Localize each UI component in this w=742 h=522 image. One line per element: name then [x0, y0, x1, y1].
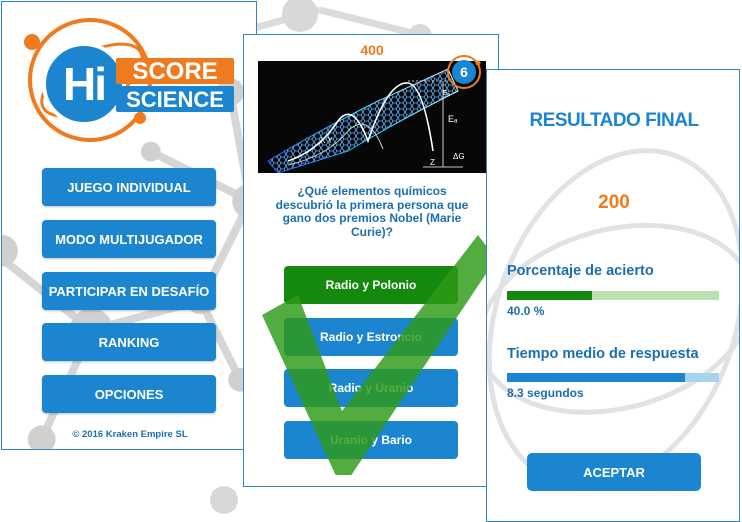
- ranking-button[interactable]: RANKING: [42, 323, 216, 361]
- main-menu-screen: Hi SCORE SCIENCE JUEGO INDIVIDUAL MODO M…: [1, 1, 257, 450]
- question-line: Curie)?: [351, 224, 393, 239]
- accuracy-label: Porcentaje de acierto: [507, 263, 654, 279]
- question-line: gano dos premios Nobel (Marie: [282, 211, 462, 225]
- countdown-timer-icon: 6: [447, 55, 481, 89]
- response-time-label: Tiempo medio de respuesta: [507, 346, 699, 362]
- final-score: 200: [598, 192, 630, 213]
- accuracy-progress-bar: [507, 291, 719, 300]
- accept-button[interactable]: ACEPTAR: [527, 453, 701, 491]
- hiscore-science-logo: Hi SCORE SCIENCE: [24, 18, 234, 142]
- svg-text:SCIENCE: SCIENCE: [126, 87, 224, 112]
- svg-text:Z: Z: [430, 158, 435, 167]
- results-screen: RESULTADO FINAL 200 Porcentaje de aciert…: [486, 69, 740, 522]
- options-button[interactable]: OPCIONES: [42, 375, 216, 413]
- svg-text:X Y: X Y: [320, 136, 333, 145]
- question-screen: 400 Eₐ Eₐ X Y Z ΔG: [243, 34, 499, 487]
- svg-text:Eₐ: Eₐ: [443, 90, 451, 97]
- svg-text:Hi: Hi: [63, 58, 105, 110]
- question-text: ¿Qué elementos químicos descubrió la pri…: [258, 184, 486, 239]
- accuracy-bar-track: [507, 291, 719, 300]
- response-time-progress-bar: [507, 373, 719, 382]
- svg-text:6: 6: [460, 64, 468, 80]
- question-line: descubrió la primera persona que: [275, 197, 469, 212]
- svg-text:Eₐ: Eₐ: [448, 114, 458, 124]
- question-image: Eₐ Eₐ X Y Z ΔG: [258, 61, 486, 173]
- multiplayer-button[interactable]: MODO MULTIJUGADOR: [42, 220, 216, 258]
- svg-text:SCORE: SCORE: [132, 58, 217, 85]
- current-score: 400: [360, 42, 384, 58]
- question-line: ¿Qué elementos químicos: [297, 184, 447, 198]
- challenge-button[interactable]: PARTICIPAR EN DESAFÍO: [42, 272, 216, 310]
- single-player-button[interactable]: JUEGO INDIVIDUAL: [42, 168, 216, 206]
- response-time-bar-fill: [507, 373, 686, 382]
- svg-text:ΔG: ΔG: [453, 152, 465, 161]
- answer-button-correct[interactable]: Radio y Polonio: [284, 266, 458, 304]
- copyright-text: © 2016 Kraken Empire SL: [72, 429, 188, 440]
- nanotube-energy-diagram: Eₐ Eₐ X Y Z ΔG: [267, 68, 465, 173]
- correct-checkmark-icon: [262, 235, 496, 475]
- response-time-value: 8.3 segundos: [507, 386, 584, 400]
- accuracy-bar-fill: [507, 291, 592, 300]
- results-title: RESULTADO FINAL: [529, 110, 699, 131]
- accuracy-value: 40.0 %: [507, 304, 545, 318]
